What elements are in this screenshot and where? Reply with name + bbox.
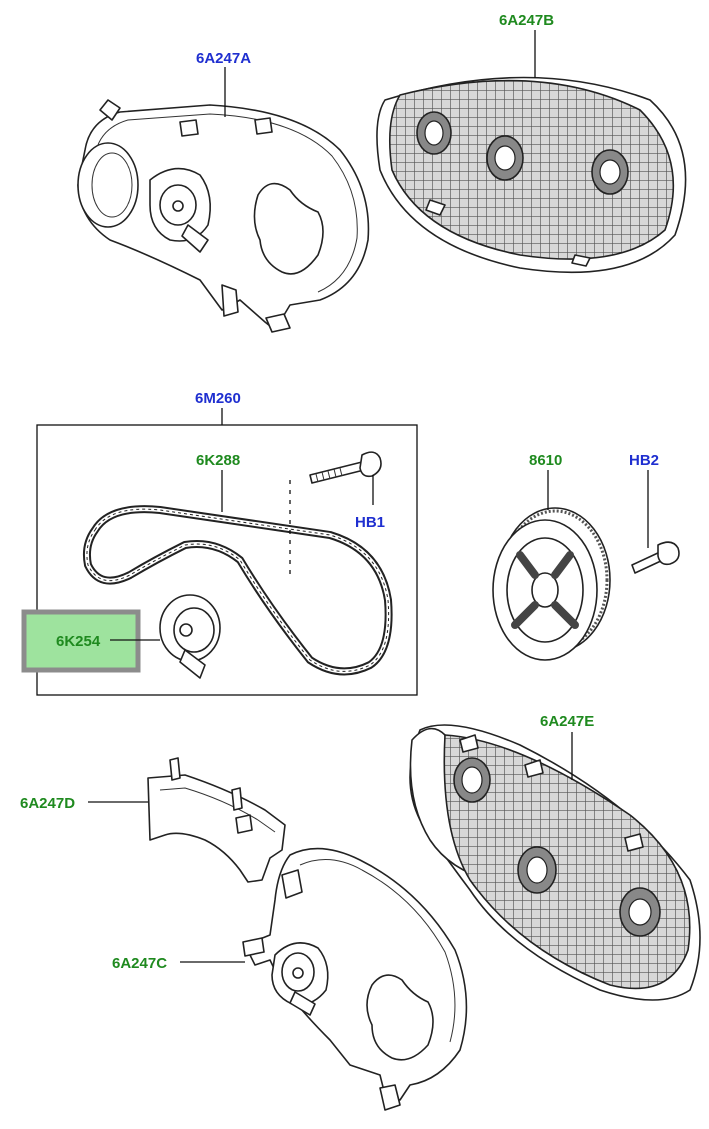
cover-6a247c[interactable] (242, 847, 468, 1111)
bolt-hb1[interactable] (309, 451, 382, 484)
highlight-6k254 (21, 609, 141, 673)
callout-6k254: 6K254 (56, 633, 101, 650)
callout-8610: 8610 (529, 452, 562, 469)
callout-6k288: 6K288 (196, 452, 240, 469)
kit-6m260-box (36, 424, 418, 696)
callout-6a247c: 6A247C (112, 955, 167, 972)
callout-hb1: HB1 (355, 514, 385, 531)
cover-6a247a[interactable] (77, 99, 370, 333)
cover-6a247b[interactable] (376, 55, 690, 285)
callout-6m260: 6M260 (195, 390, 241, 407)
belt-6k288[interactable] (82, 505, 393, 676)
pulley-8610[interactable] (492, 507, 611, 661)
tensioner-6k254[interactable] (159, 594, 221, 679)
bolt-hb2[interactable] (631, 541, 680, 574)
cover-6a247d[interactable] (147, 757, 286, 883)
callout-6a247a: 6A247A (196, 50, 251, 67)
callout-6a247d: 6A247D (20, 795, 75, 812)
callout-hb2: HB2 (629, 452, 659, 469)
callout-6a247b: 6A247B (499, 12, 554, 29)
callout-6a247e: 6A247E (540, 713, 594, 730)
